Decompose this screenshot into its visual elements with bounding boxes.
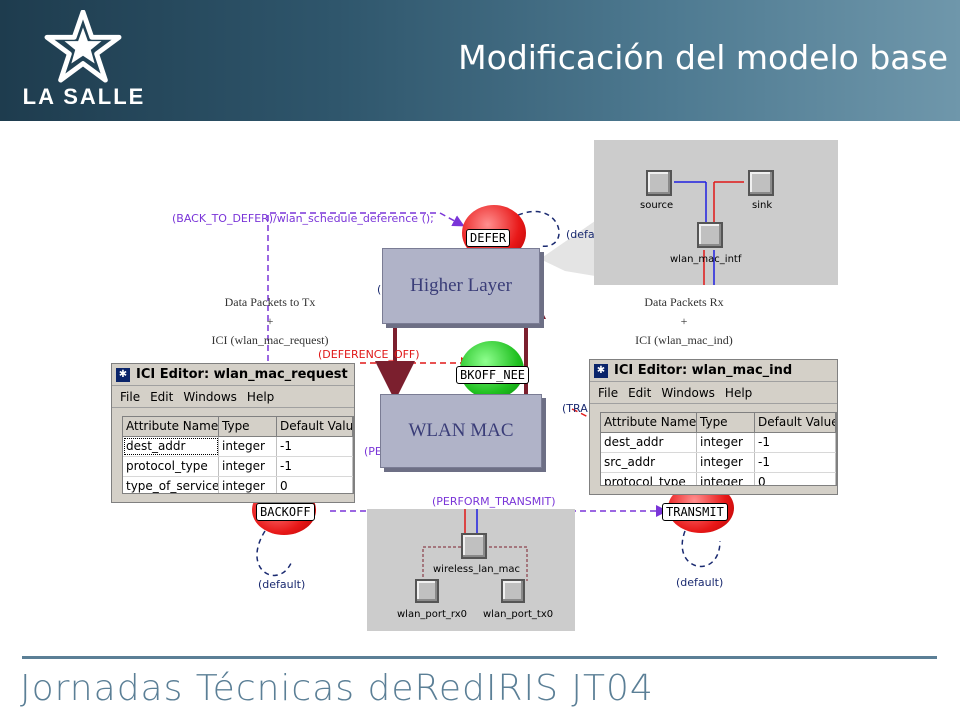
transition-backoff-default: (default) xyxy=(258,578,306,591)
default-value-cell[interactable]: -1 xyxy=(277,457,353,476)
transition-defer-default: (defa xyxy=(566,228,595,241)
ici-editor-request-menu-bar: File Edit Windows Help xyxy=(112,386,354,408)
menu-windows[interactable]: Windows xyxy=(661,385,715,400)
menu-edit[interactable]: Edit xyxy=(150,389,174,404)
node-sink[interactable] xyxy=(748,170,774,196)
attribute-name-cell[interactable]: protocol_type xyxy=(601,473,697,485)
caption-tx: Data Packets to Tx + ICI (wlan_mac_reque… xyxy=(170,293,370,350)
node-source-label: source xyxy=(640,200,674,211)
higher-layer-box: Higher Layer xyxy=(382,248,540,324)
state-bkoff-need-label: BKOFF_NEE xyxy=(456,366,530,384)
caption-rx: Data Packets Rx + ICI (wlan_mac_ind) xyxy=(584,293,784,350)
menu-help[interactable]: Help xyxy=(724,385,753,400)
node-wlan-mac-intf[interactable] xyxy=(697,222,723,248)
type-cell[interactable]: integer xyxy=(697,433,755,452)
node-wlan-mac-intf-label: wlan_mac_intf xyxy=(670,254,742,265)
node-links-top xyxy=(674,181,744,285)
caption-rx-line1: Data Packets Rx xyxy=(644,295,724,309)
ici-editor-ind-title-bar[interactable]: ✱ ICI Editor: wlan_mac_ind xyxy=(590,360,837,382)
default-value-cell[interactable]: -1 xyxy=(755,433,836,452)
table-header-row: Attribute Name Type Default Value xyxy=(601,413,836,433)
type-cell[interactable]: integer xyxy=(219,457,277,476)
ici-request-table: Attribute Name Type Default Value dest_a… xyxy=(122,416,354,494)
logo-text: LA SALLE xyxy=(22,84,146,109)
ici-ind-table: Attribute Name Type Default Value dest_a… xyxy=(600,412,837,486)
column-header[interactable]: Type xyxy=(697,413,755,432)
table-row[interactable]: src_addr integer -1 xyxy=(601,453,836,473)
type-cell[interactable]: integer xyxy=(219,477,277,493)
ici-editor-request-window[interactable]: ✱ ICI Editor: wlan_mac_request File Edit… xyxy=(111,363,355,503)
la-salle-star-icon xyxy=(44,10,122,83)
attribute-name-cell[interactable]: type_of_service xyxy=(123,477,219,493)
wlan-mac-label: WLAN MAC xyxy=(408,420,514,441)
ici-editor-ind-title: ICI Editor: wlan_mac_ind xyxy=(614,363,793,378)
column-header[interactable]: Attribute Name xyxy=(601,413,697,432)
state-transmit-label: TRANSMIT xyxy=(662,503,728,521)
slide-title: Modificación del modelo base xyxy=(458,38,948,77)
type-cell[interactable]: integer xyxy=(697,473,755,485)
menu-file[interactable]: File xyxy=(120,389,141,404)
node-wlan-port-rx0[interactable] xyxy=(415,579,439,603)
footer-divider xyxy=(22,656,937,659)
table-row[interactable]: protocol_type integer 0 xyxy=(601,473,836,485)
state-defer-label: DEFER xyxy=(466,229,511,247)
table-row[interactable]: type_of_service integer 0 xyxy=(123,477,353,493)
node-wireless-lan-mac[interactable] xyxy=(461,533,487,559)
column-header[interactable]: Default Value xyxy=(277,417,353,436)
footer-text: Jornadas Técnicas deRedIRIS JT04 xyxy=(20,668,654,709)
node-wlan-port-rx0-label: wlan_port_rx0 xyxy=(397,609,468,620)
node-wlan-port-tx0-label: wlan_port_tx0 xyxy=(483,609,554,620)
node-wireless-lan-mac-label: wireless_lan_mac xyxy=(433,564,520,575)
default-value-cell[interactable]: -1 xyxy=(755,453,836,472)
app-icon: ✱ xyxy=(116,367,130,382)
type-cell[interactable]: integer xyxy=(697,453,755,472)
ici-editor-request-title: ICI Editor: wlan_mac_request xyxy=(136,367,348,382)
attribute-name-cell[interactable]: dest_addr xyxy=(123,437,219,456)
default-value-cell[interactable]: -1 xyxy=(277,437,353,456)
attribute-name-cell[interactable]: protocol_type xyxy=(123,457,219,476)
column-header[interactable]: Type xyxy=(219,417,277,436)
menu-file[interactable]: File xyxy=(598,385,619,400)
transition-transmit-default: (default) xyxy=(676,576,724,589)
table-row[interactable]: protocol_type integer -1 xyxy=(123,457,353,477)
app-icon: ✱ xyxy=(594,363,608,378)
table-row[interactable]: dest_addr integer -1 xyxy=(123,437,353,457)
higher-layer-label: Higher Layer xyxy=(410,275,512,296)
default-value-cell[interactable]: 0 xyxy=(755,473,836,485)
default-value-cell[interactable]: 0 xyxy=(277,477,353,493)
attribute-name-cell[interactable]: dest_addr xyxy=(601,433,697,452)
table-header-row: Attribute Name Type Default Value xyxy=(123,417,353,437)
caption-rx-line3: ICI (wlan_mac_ind) xyxy=(635,333,733,347)
transition-pe-partial: (PE xyxy=(364,445,382,458)
slide-header: LA SALLE Modificación del modelo base xyxy=(0,0,960,121)
transition-back-to-defer: (BACK_TO_DEFER)/wlan_schedule_deference … xyxy=(172,212,434,225)
table-row[interactable]: dest_addr integer -1 xyxy=(601,433,836,453)
caption-tx-line2: + xyxy=(266,314,274,328)
attribute-name-cell[interactable]: src_addr xyxy=(601,453,697,472)
ici-editor-request-title-bar[interactable]: ✱ ICI Editor: wlan_mac_request xyxy=(112,364,354,386)
caption-rx-line2: + xyxy=(680,314,688,328)
node-sink-label: sink xyxy=(752,200,773,211)
column-header[interactable]: Attribute Name xyxy=(123,417,219,436)
state-backoff-label: BACKOFF xyxy=(256,503,315,521)
node-links-bottom xyxy=(422,509,528,581)
node-source[interactable] xyxy=(646,170,672,196)
transition-perform-transmit: (PERFORM_TRANSMIT) xyxy=(432,495,556,508)
wlan-mac-box: WLAN MAC xyxy=(380,394,542,468)
ici-editor-ind-menu-bar: File Edit Windows Help xyxy=(590,382,837,404)
node-panel-top: source sink wlan_mac_intf xyxy=(594,140,838,285)
menu-edit[interactable]: Edit xyxy=(628,385,652,400)
column-header[interactable]: Default Value xyxy=(755,413,836,432)
node-wlan-port-tx0[interactable] xyxy=(501,579,525,603)
node-panel-bottom: wireless_lan_mac wlan_port_rx0 wlan_port… xyxy=(367,509,575,631)
caption-tx-line3: ICI (wlan_mac_request) xyxy=(211,333,329,347)
caption-tx-line1: Data Packets to Tx xyxy=(224,295,316,309)
menu-help[interactable]: Help xyxy=(246,389,275,404)
diagram-area: DEFER BKOFF_NEE BACKOFF TRANSMIT (BACK_T… xyxy=(0,121,960,651)
ici-editor-ind-window[interactable]: ✱ ICI Editor: wlan_mac_ind File Edit Win… xyxy=(589,359,838,495)
transition-tra-partial: (TRA xyxy=(562,402,588,415)
type-cell[interactable]: integer xyxy=(219,437,277,456)
transition-deference-off: (DEFERENCE_OFF) xyxy=(318,348,420,361)
menu-windows[interactable]: Windows xyxy=(183,389,237,404)
